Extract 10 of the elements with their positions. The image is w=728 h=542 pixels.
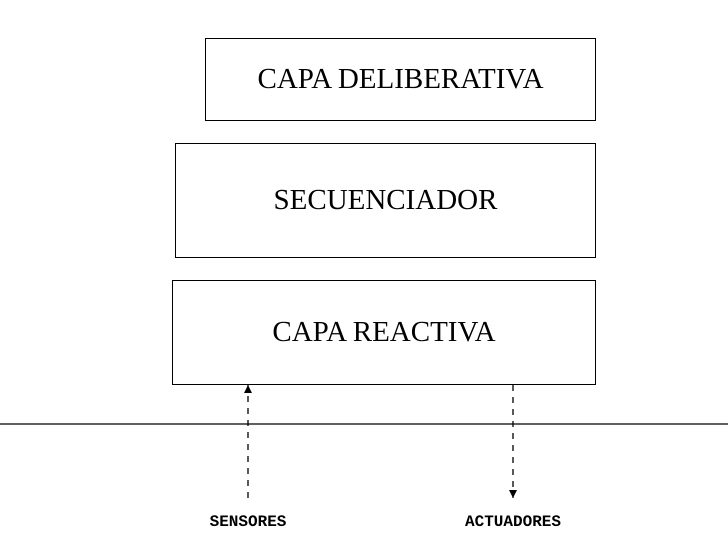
dashed-arrow — [244, 385, 252, 498]
layer-label: SECUENCIADOR — [274, 182, 498, 218]
dashed-arrow — [509, 385, 517, 498]
io-label: SENSORES — [198, 498, 298, 538]
layer-box — [205, 38, 596, 121]
layer-label: CAPA DELIBERATIVA — [257, 62, 544, 97]
layer-box — [172, 280, 596, 385]
layer-box — [175, 143, 596, 258]
layer-label: CAPA REACTIVA — [272, 314, 496, 350]
io-label: ACTUADORES — [453, 498, 573, 538]
